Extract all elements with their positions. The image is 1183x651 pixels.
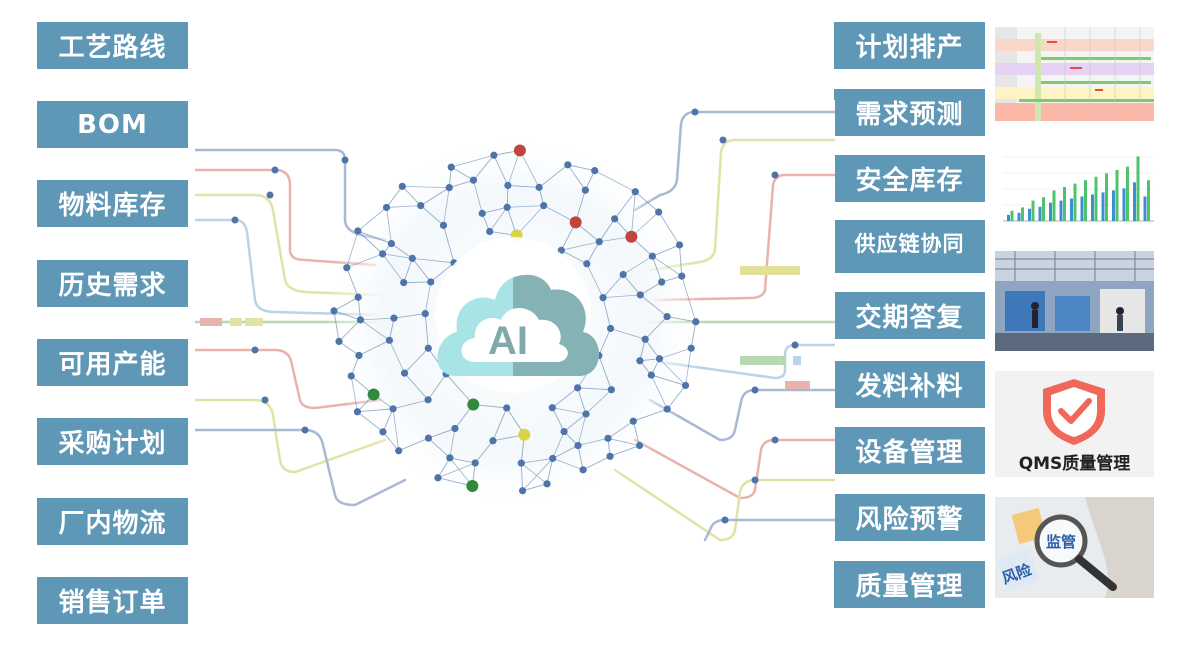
left-item-sales-orders: 销售订单: [37, 577, 188, 624]
left-item-available-capacity: 可用产能: [37, 339, 188, 386]
qms-shield-image: QMS质量管理: [995, 371, 1154, 477]
qms-label: QMS质量管理: [1018, 454, 1131, 474]
right-item-risk-warning: 风险预警: [834, 494, 985, 541]
checkmark-icon: [1058, 398, 1092, 424]
network-nodes: [330, 144, 700, 495]
left-item-in-plant-logistics: 厂内物流: [37, 498, 188, 545]
right-item-equipment-management: 设备管理: [834, 427, 985, 474]
right-item-quality-management: 质量管理: [834, 561, 985, 608]
ai-cloud-icon: AI: [435, 237, 600, 393]
ai-label: AI: [488, 319, 528, 363]
left-item-bom: BOM: [37, 101, 188, 148]
right-item-supply-chain-collaboration: 供应链协同: [834, 220, 985, 273]
right-item-delivery-reply: 交期答复: [834, 292, 985, 339]
left-item-material-inventory: 物料库存: [37, 180, 188, 227]
left-item-purchase-plan: 采购计划: [37, 418, 188, 465]
left-item-process-route: 工艺路线: [37, 22, 188, 69]
left-item-historical-demand: 历史需求: [37, 260, 188, 307]
right-item-safety-stock: 安全库存: [834, 155, 985, 202]
network-web: [333, 150, 697, 492]
ai-network-illustration: AI: [195, 100, 835, 550]
risk-label-supervision: 监管: [1046, 533, 1076, 551]
risk-magnifier-image: 监管 风险: [995, 497, 1154, 598]
circuit-lines: [195, 108, 835, 542]
right-item-material-issue: 发料补料: [834, 361, 985, 408]
inventory-bar-chart-image: [995, 143, 1154, 227]
right-item-production-scheduling: 计划排产: [834, 22, 985, 69]
factory-floor-image: [995, 251, 1154, 351]
scheduling-gantt-image: [995, 27, 1154, 121]
magnifier-icon: [1034, 514, 1088, 568]
right-item-demand-forecast: 需求预测: [834, 89, 985, 136]
